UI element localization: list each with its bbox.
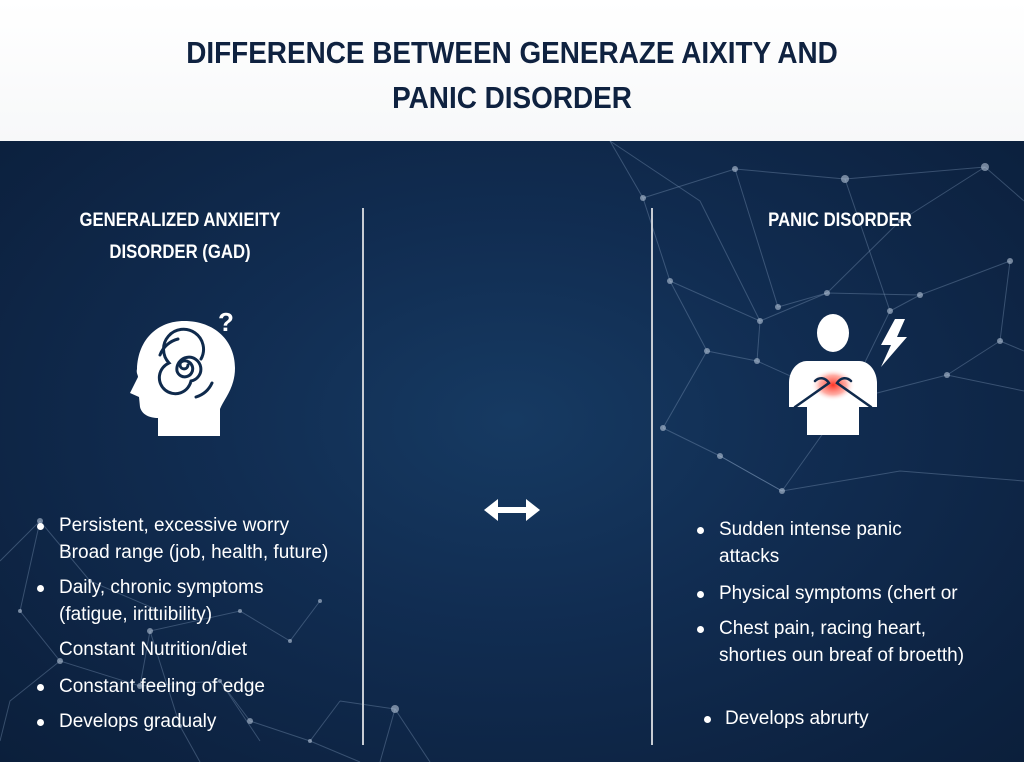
title-line-2: PANIC DISORDER xyxy=(392,80,632,115)
comparison-panel: GENERALIZED ANXIEITY DISORDER (GAD) ? Pe… xyxy=(0,141,1024,762)
list-item: Constant Nutrition/diet xyxy=(59,639,247,660)
head-spiral-question-icon: ? xyxy=(120,303,250,443)
bullet-icon xyxy=(704,716,711,723)
person-chest-pain-lightning-icon xyxy=(785,311,915,446)
list-item: shortıes oun breaf of broetth) xyxy=(719,645,965,666)
double-arrow-icon xyxy=(484,499,540,526)
list-item: Develops abrurty xyxy=(690,705,1010,732)
bullet-icon xyxy=(697,626,704,633)
list-item: Sudden intense panic xyxy=(690,516,1010,543)
header: DIFFERENCE BETWEEN GENERAZE AIXITY AND P… xyxy=(0,0,1024,141)
bullet-icon xyxy=(697,527,704,534)
list-item: (fatigue, irittıibility) xyxy=(59,604,213,625)
network-background-icon xyxy=(0,141,1024,762)
gad-heading-line-1: GENERALIZED ANXIEITY xyxy=(79,210,281,231)
bullet-icon xyxy=(37,719,44,726)
bullet-icon xyxy=(697,591,704,598)
gad-list: Persistent, excessive worry Broad range … xyxy=(30,512,360,735)
svg-text:?: ? xyxy=(218,307,234,337)
panic-list: Sudden intense panic attacks Physical sy… xyxy=(690,516,1010,732)
list-item: attacks xyxy=(719,546,780,567)
right-divider xyxy=(651,208,653,745)
page-title: DIFFERENCE BETWEEN GENERAZE AIXITY AND P… xyxy=(51,30,973,120)
bullet-icon xyxy=(37,585,44,592)
list-item: Develops gradualy xyxy=(30,708,360,735)
gad-heading: GENERALIZED ANXIEITY DISORDER (GAD) xyxy=(57,205,303,269)
panic-heading: PANIC DISORDER xyxy=(768,210,912,231)
list-item: Constant feeling of edge xyxy=(30,673,360,700)
bullet-icon xyxy=(37,684,44,691)
list-item: Daily, chronic symptoms xyxy=(30,574,360,601)
title-line-1: DIFFERENCE BETWEEN GENERAZE AIXITY AND xyxy=(186,35,838,70)
list-item: Persistent, excessive worry xyxy=(30,512,360,539)
list-item: Physical symptoms (chert or xyxy=(690,580,1010,607)
list-item: Broad range (job, health, future) xyxy=(59,542,329,563)
left-divider xyxy=(362,208,364,745)
bullet-icon xyxy=(37,523,44,530)
list-item: Chest pain, racing heart, xyxy=(690,615,1010,642)
gad-heading-line-2: DISORDER (GAD) xyxy=(109,242,251,263)
